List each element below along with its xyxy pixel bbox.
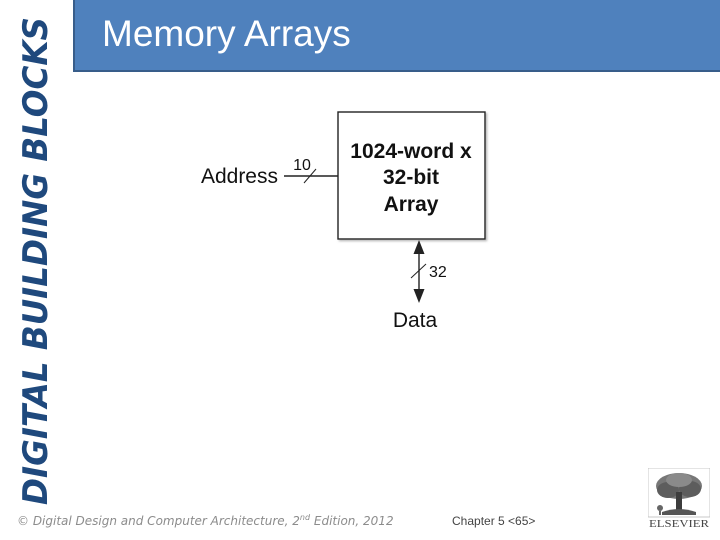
chapter-page-number: Chapter 5 <65>	[452, 514, 536, 528]
data-width-label: 32	[429, 264, 447, 281]
slide-title: Memory Arrays	[102, 13, 351, 54]
footer-copyright: © Digital Design and Computer Architectu…	[17, 513, 394, 528]
array-block-line1: 1024-word x	[350, 140, 472, 163]
array-block-line3: Array	[384, 193, 439, 216]
data-bus-slash	[410, 263, 427, 279]
copyright-prefix: © Digital Design and Computer Architectu…	[17, 514, 300, 528]
data-bus-arrow-down	[413, 289, 425, 303]
address-bus-slash	[303, 168, 317, 184]
tree-logo-icon	[648, 468, 710, 518]
publisher-name: ELSEVIER	[649, 519, 709, 530]
data-bus-arrow-up	[413, 240, 425, 254]
address-label: Address	[201, 165, 278, 188]
copyright-superscript: nd	[299, 513, 311, 522]
array-block-line2: 32-bit	[383, 166, 439, 189]
side-title-text: DIGITAL BUILDING BLOCKS	[16, 17, 55, 505]
title-bar: Memory Arrays	[73, 0, 720, 72]
array-block	[337, 111, 486, 240]
side-title: DIGITAL BUILDING BLOCKS	[0, 0, 60, 510]
address-width-label: 10	[293, 157, 311, 174]
data-label: Data	[393, 309, 438, 332]
publisher-logo: ELSEVIER	[648, 468, 710, 530]
copyright-suffix: Edition, 2012	[310, 514, 394, 528]
